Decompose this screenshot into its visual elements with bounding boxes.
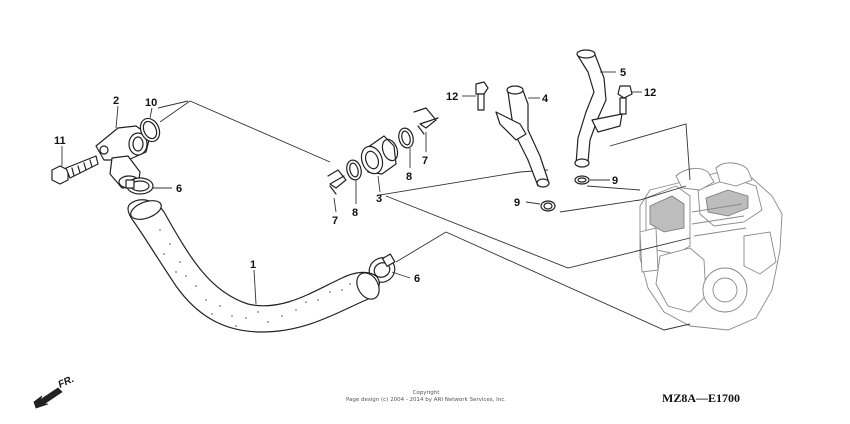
callout-12-right: 12: [644, 87, 656, 99]
copyright-line-1: Copyright: [413, 390, 441, 396]
clip-part-7-left: [327, 169, 347, 195]
diagram-code: MZ8A—E1700: [662, 391, 740, 405]
callout-12-left: 12: [446, 91, 458, 103]
callout-leaders: [61, 71, 642, 305]
copyright-line-2: Page design (c) 2004 - 2014 by ARI Netwo…: [346, 397, 506, 403]
callout-5: 5: [620, 67, 626, 79]
callout-9-lower: 9: [514, 197, 520, 209]
callout-7-right: 7: [422, 155, 428, 167]
callout-11: 11: [54, 135, 66, 147]
callout-7-left: 7: [332, 215, 338, 227]
leader-lines: [157, 100, 691, 331]
engine-block: [639, 162, 783, 331]
o-ring-part-8-right: [398, 127, 414, 149]
callout-8-left: 8: [352, 207, 358, 219]
callout-10: 10: [145, 97, 157, 109]
bolt-part-12-left: [475, 81, 489, 111]
o-ring-part-10: [139, 117, 161, 143]
arrow-down-left-icon: FR.: [33, 374, 76, 409]
bolt-part-11: [51, 155, 99, 185]
callout-3: 3: [376, 193, 382, 205]
water-pipe-part-5: [574, 49, 623, 168]
o-ring-part-9-lower: [540, 200, 556, 212]
bolt-part-12-right: [617, 85, 633, 115]
callout-1: 1: [250, 259, 256, 271]
hose-texture: [159, 229, 351, 327]
joint-collar-part-3: [360, 135, 399, 175]
water-hose-part-1: [127, 199, 380, 333]
callout-6-upper: 6: [176, 183, 182, 195]
hose-clamp-upper-part-6: [125, 177, 154, 195]
callout-6-lower: 6: [414, 273, 420, 285]
clip-part-7-right: [413, 107, 439, 135]
callout-8-right: 8: [406, 171, 412, 183]
callout-4: 4: [542, 93, 549, 105]
callout-2: 2: [113, 95, 119, 107]
front-direction-label: FR.: [57, 374, 76, 391]
callout-labels: 1 2 3 4 5 6 6 7 7 8 8 9 9 10 11 12 12: [54, 67, 656, 285]
o-ring-part-8-left: [346, 159, 362, 181]
callout-9-upper: 9: [612, 175, 618, 187]
water-pipe-part-4: [495, 85, 550, 188]
o-ring-part-9-upper: [574, 175, 590, 185]
